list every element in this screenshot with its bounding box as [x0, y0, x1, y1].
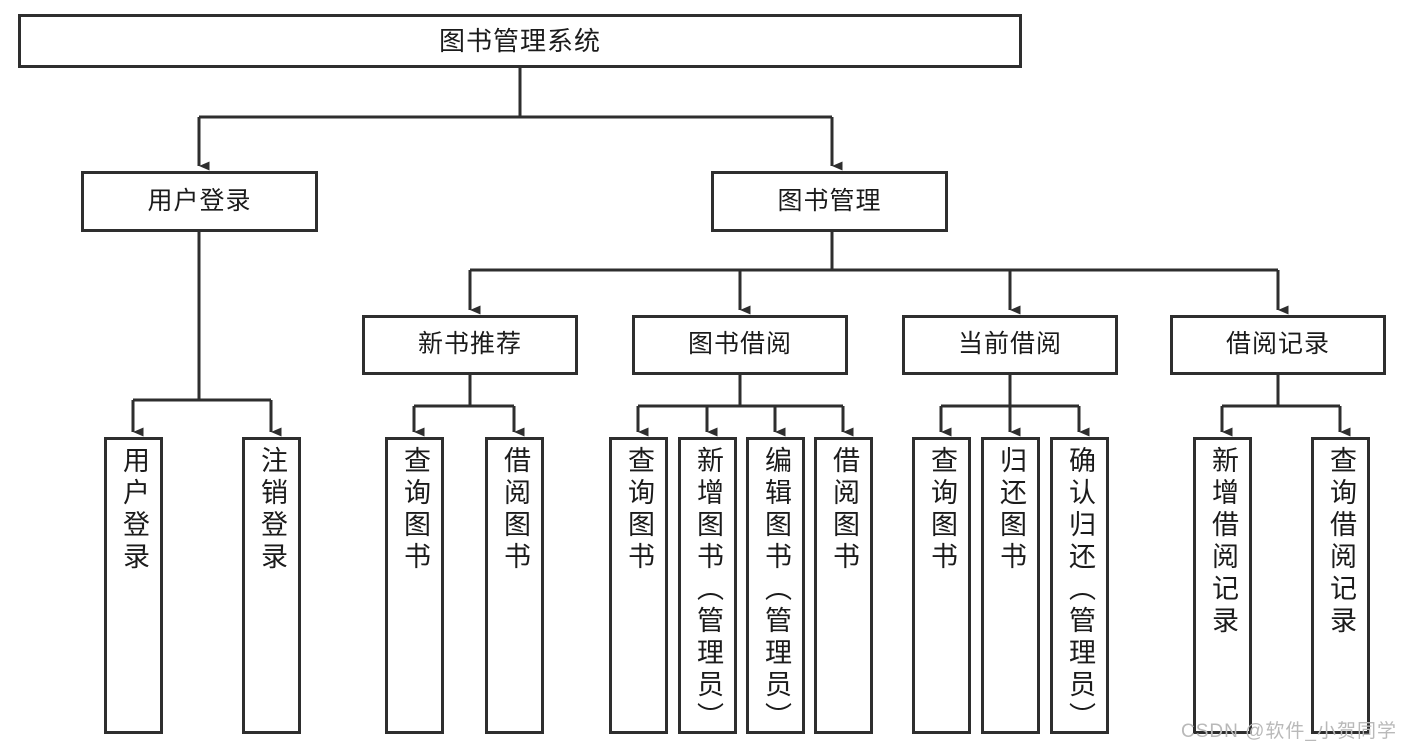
node-label: 查询借阅记录: [1326, 446, 1356, 638]
node-label: 图书借阅: [687, 330, 792, 359]
node-label: 用户登录: [147, 186, 252, 215]
leaf-borrow-query-book[interactable]: 查询图书: [609, 437, 668, 734]
node-label: 借阅图书: [829, 446, 859, 574]
node-user-login[interactable]: 用户登录: [81, 171, 318, 232]
leaf-user-login-logout[interactable]: 注销登录: [242, 437, 301, 734]
node-label: 用户登录: [119, 446, 149, 574]
node-book-borrow[interactable]: 图书借阅: [632, 315, 848, 375]
node-label: 新增图书（管理员）: [693, 446, 723, 734]
leaf-current-query-book[interactable]: 查询图书: [912, 437, 971, 734]
node-new-book-recommend[interactable]: 新书推荐: [362, 315, 578, 375]
leaf-record-query-record[interactable]: 查询借阅记录: [1311, 437, 1370, 734]
leaf-borrow-edit-book[interactable]: 编辑图书（管理员）: [746, 437, 805, 734]
node-label: 图书管理: [777, 186, 882, 215]
node-label: 查询图书: [400, 446, 430, 574]
leaf-recommend-query-book[interactable]: 查询图书: [385, 437, 444, 734]
node-book-management[interactable]: 图书管理: [711, 171, 948, 232]
node-label: 图书管理系统: [438, 25, 601, 56]
leaf-borrow-borrow-book[interactable]: 借阅图书: [814, 437, 873, 734]
node-label: 确认归还（管理员）: [1065, 446, 1095, 734]
node-label: 当前借阅: [957, 330, 1062, 359]
node-label: 查询图书: [927, 446, 957, 574]
node-label: 编辑图书（管理员）: [761, 446, 791, 734]
node-root-system[interactable]: 图书管理系统: [18, 14, 1022, 68]
leaf-record-add-record[interactable]: 新增借阅记录: [1193, 437, 1252, 734]
node-current-borrow[interactable]: 当前借阅: [902, 315, 1118, 375]
leaf-user-login-login[interactable]: 用户登录: [104, 437, 163, 734]
node-label: 新增借阅记录: [1208, 446, 1238, 638]
node-label: 归还图书: [996, 446, 1026, 574]
node-label: 借阅图书: [500, 446, 530, 574]
node-label: 新书推荐: [417, 330, 522, 359]
node-label: 注销登录: [257, 446, 287, 574]
node-label: 借阅记录: [1225, 330, 1330, 359]
leaf-recommend-borrow-book[interactable]: 借阅图书: [485, 437, 544, 734]
watermark-text: CSDN @软件_小贺同学: [1181, 721, 1397, 742]
leaf-current-return-book[interactable]: 归还图书: [981, 437, 1040, 734]
node-borrow-record[interactable]: 借阅记录: [1170, 315, 1386, 375]
leaf-current-confirm-return[interactable]: 确认归还（管理员）: [1050, 437, 1109, 734]
leaf-borrow-add-book[interactable]: 新增图书（管理员）: [678, 437, 737, 734]
node-label: 查询图书: [624, 446, 654, 574]
